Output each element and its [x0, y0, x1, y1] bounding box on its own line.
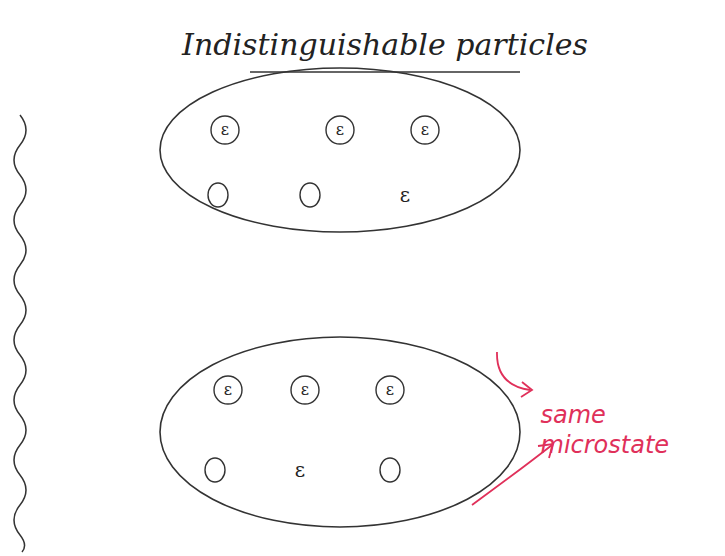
- energy-symbol: ε: [421, 121, 429, 139]
- energy-symbol: ε: [400, 184, 410, 206]
- energy-symbol: ε: [301, 381, 309, 399]
- energy-symbol: ε: [336, 121, 344, 139]
- diagram-title: Indistinguishable particles: [182, 28, 588, 61]
- system-ellipse: [160, 68, 520, 232]
- energy-symbol: ε: [221, 121, 229, 139]
- particles: [205, 116, 439, 482]
- system-ellipse: [160, 337, 520, 527]
- wavy-wall: [14, 115, 26, 552]
- annotation: same microstate: [541, 400, 676, 460]
- energy-symbol: ε: [295, 459, 305, 481]
- energy-symbol: ε: [386, 381, 394, 399]
- energy-symbol: ε: [224, 381, 232, 399]
